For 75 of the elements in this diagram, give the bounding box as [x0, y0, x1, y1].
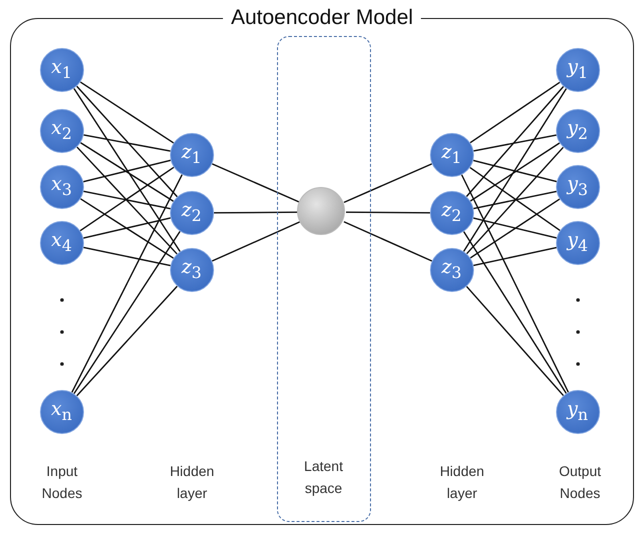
- box-label: Latent space: [303, 456, 344, 498]
- node-label: z$_{2}$: [181, 200, 202, 226]
- neuron-circle: [556, 108, 600, 152]
- connection-line: [473, 217, 557, 239]
- connection-line: [73, 231, 181, 394]
- connection-line: [470, 82, 560, 144]
- layer-label: Hidden layer: [168, 462, 216, 503]
- connection-line: [71, 174, 183, 393]
- layer-label: Input Nodes: [40, 462, 84, 503]
- node-label: z$_{3}$: [181, 256, 202, 282]
- node-label: y$_{4}$: [567, 230, 588, 256]
- neuron-circle: [40, 390, 84, 434]
- connection-line: [83, 217, 171, 239]
- connection-line: [470, 142, 560, 202]
- neuron-circle: [170, 248, 214, 292]
- connection-line: [473, 190, 557, 210]
- layer-label: Hidden layer: [438, 462, 486, 503]
- node-label: z$_{3}$: [441, 256, 462, 282]
- neuron-circle: [40, 220, 84, 264]
- connection-line: [80, 166, 174, 232]
- connection-line: [212, 221, 300, 262]
- connection-line: [470, 198, 560, 258]
- connection-line: [466, 86, 564, 197]
- connection-line: [83, 190, 171, 210]
- connection-line: [346, 211, 430, 214]
- neuron-circle: [430, 132, 474, 176]
- node-label: x$_{3}$: [51, 174, 72, 200]
- neuron-circle: [430, 248, 474, 292]
- neuron-circle: [556, 164, 600, 208]
- connection-line: [80, 142, 174, 202]
- connection-line: [80, 198, 174, 259]
- connection-line: [76, 86, 178, 198]
- connection-line: [473, 246, 557, 266]
- neuron-circle: [430, 190, 474, 234]
- connection-line: [214, 211, 298, 214]
- node-label: x$_{1}$: [51, 56, 72, 82]
- connection-line: [466, 146, 564, 254]
- neuron-circle: [40, 108, 84, 152]
- connection-line: [473, 134, 557, 152]
- connection-line: [344, 221, 432, 262]
- neuron-circle: [170, 132, 214, 176]
- node-label: x$_{n}$: [51, 398, 72, 424]
- latent-circle: [297, 187, 345, 235]
- node-label: y$_{n}$: [567, 398, 588, 424]
- node-label: z$_{2}$: [441, 200, 462, 226]
- latent-space-box: [276, 36, 370, 522]
- neuron-circle: [556, 390, 600, 434]
- connection-line: [83, 160, 171, 182]
- node-label: y$_{2}$: [567, 118, 588, 144]
- layer-label: Output Nodes: [558, 462, 602, 503]
- neuron-circle: [556, 220, 600, 264]
- connection-line: [76, 146, 178, 254]
- neuron-circle: [170, 190, 214, 234]
- node-label: y$_{1}$: [567, 56, 588, 82]
- node-label: x$_{4}$: [51, 230, 72, 256]
- connection-line: [80, 81, 174, 144]
- neuron-circle: [556, 48, 600, 92]
- connection-line: [83, 246, 171, 266]
- connection-line: [73, 88, 181, 252]
- connection-line: [473, 160, 557, 182]
- node-label: y$_{3}$: [567, 174, 588, 200]
- neuron-circle: [40, 48, 84, 92]
- neuron-circle: [40, 164, 84, 208]
- node-label: x$_{2}$: [51, 118, 72, 144]
- connection-line: [461, 174, 569, 393]
- connection-line: [463, 231, 567, 394]
- node-label: z$_{1}$: [441, 142, 462, 168]
- connection-line: [76, 286, 178, 396]
- connection-line: [84, 134, 170, 152]
- connection-line: [344, 163, 432, 203]
- connection-line: [470, 167, 560, 231]
- connection-line: [463, 88, 567, 252]
- connection-line: [212, 163, 300, 203]
- node-label: z$_{1}$: [181, 142, 202, 168]
- connection-line: [466, 286, 564, 396]
